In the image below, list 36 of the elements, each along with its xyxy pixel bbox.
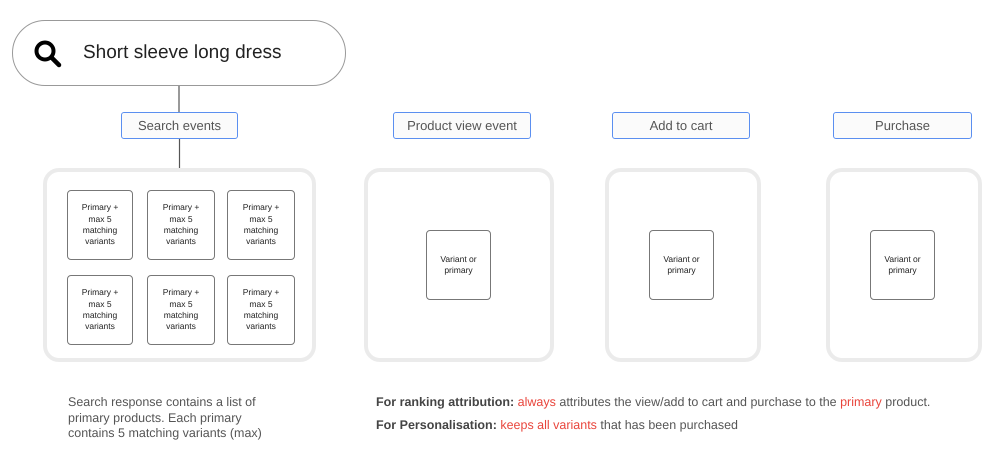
event-name: Purchase (875, 118, 930, 133)
panel-card (605, 168, 761, 362)
event-name: Search events (138, 118, 222, 133)
product-card (147, 190, 215, 260)
note-text: For Personalisation: keeps all variants that has been purchased (376, 418, 739, 434)
card-text: Primary + max 5 matching variants (80, 287, 120, 333)
card-text: Variant or primary (662, 254, 701, 276)
event-name: Add to cart (650, 118, 712, 133)
card-text: Primary + max 5 matching variants (162, 287, 200, 333)
product-card (227, 190, 295, 260)
product-card (67, 275, 133, 345)
connector-line (178, 86, 180, 112)
note-text: For ranking attribution: always attributes the view/add to cart and purchase to the primary product. (376, 395, 932, 411)
note-text: Search response contains a list of primary products. Each primary contains 5 matching variants (max) (68, 395, 263, 442)
card-text: Variant or primary (439, 254, 478, 276)
product-card (426, 230, 491, 300)
card-text: Primary + max 5 matching variants (242, 287, 280, 333)
event-name: Product view event (407, 118, 517, 133)
card-text: Primary + max 5 matching variants (162, 202, 200, 248)
event-label (612, 112, 750, 139)
card-text: Variant or primary (883, 254, 922, 276)
panel-card (826, 168, 982, 362)
search-query: Short sleeve long dress (83, 42, 282, 64)
card-text: Primary + max 5 matching variants (242, 202, 280, 248)
event-label (393, 112, 531, 139)
product-card (649, 230, 714, 300)
card-text: Primary + max 5 matching variants (80, 202, 120, 248)
connector-line (178, 139, 180, 168)
product-card (870, 230, 935, 300)
panel-card (43, 168, 316, 362)
panel-card (364, 168, 554, 362)
product-card (227, 275, 295, 345)
event-label (121, 112, 238, 139)
event-label (833, 112, 972, 139)
product-card (147, 275, 215, 345)
product-card (67, 190, 133, 260)
